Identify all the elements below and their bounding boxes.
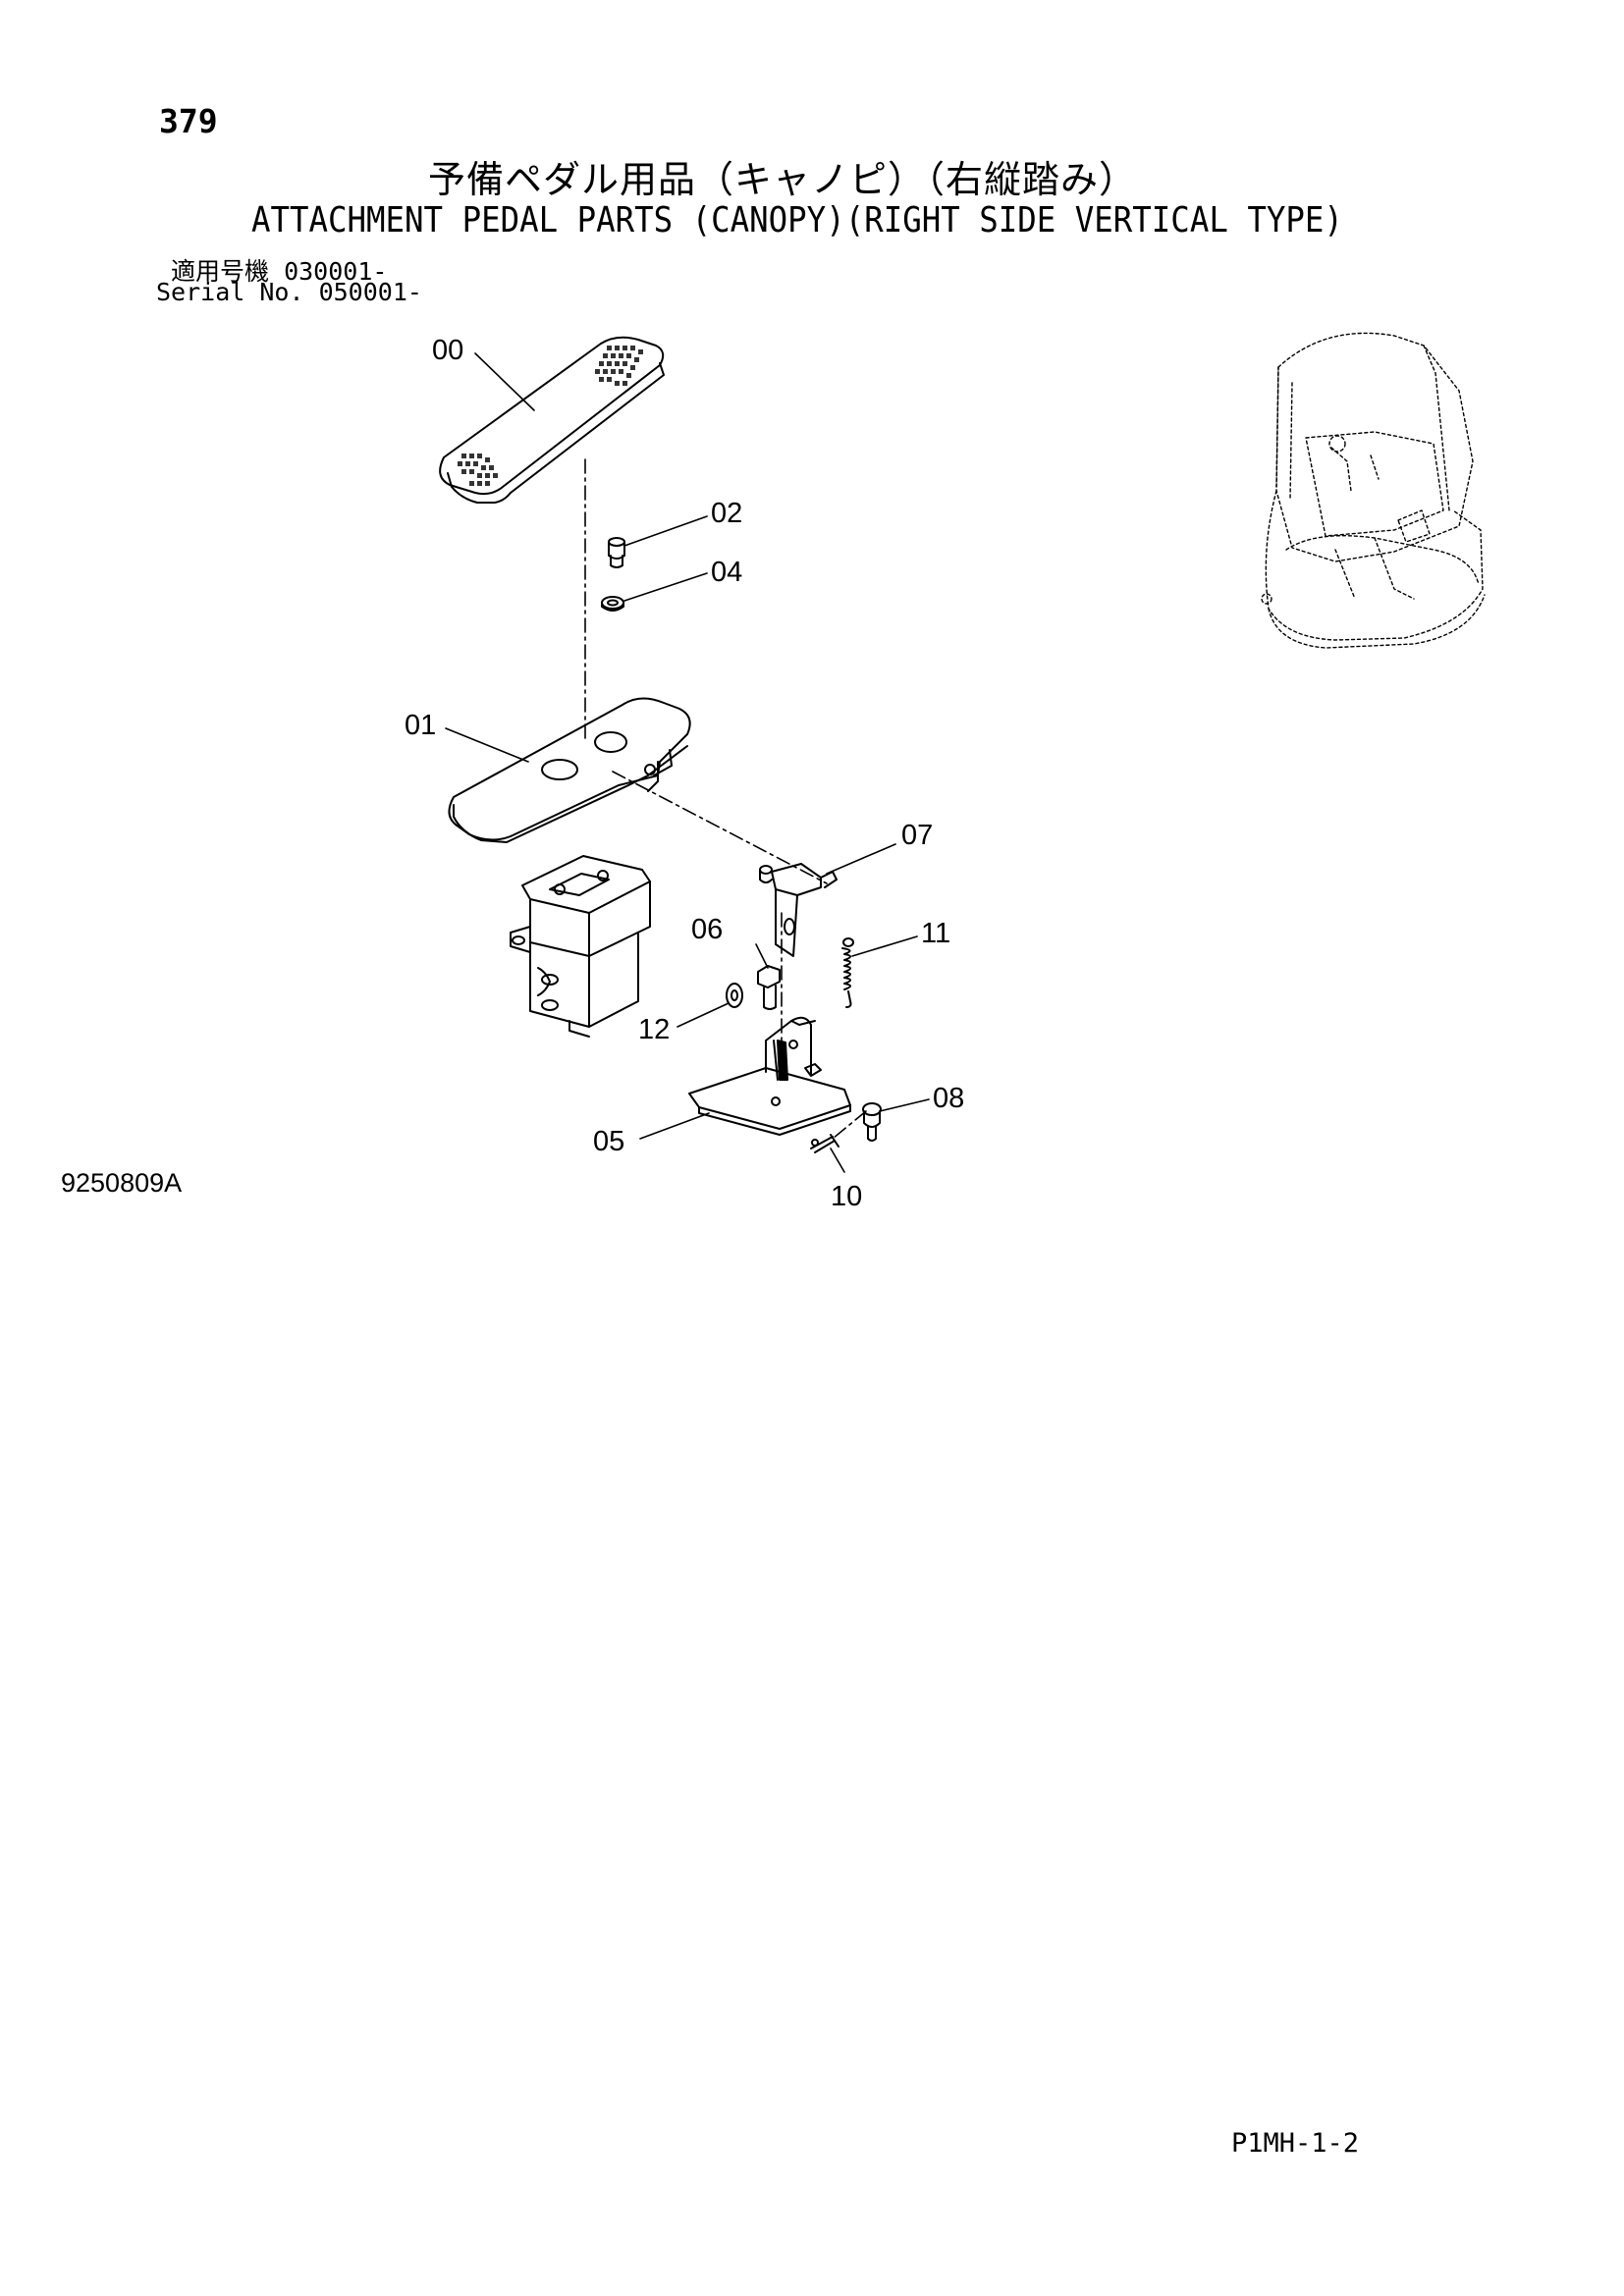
washer-12 xyxy=(726,983,743,1008)
callout-11: 11 xyxy=(921,918,950,949)
callout-01: 01 xyxy=(405,710,436,741)
serial-range-japanese: 適用号機 030001- xyxy=(171,252,387,288)
callout-07: 07 xyxy=(901,820,933,851)
page-title-english: ATTACHMENT PEDAL PARTS (CANOPY)(RIGHT SI… xyxy=(251,200,1343,240)
canopy-machine-overview-illustration xyxy=(1261,332,1486,649)
cotter-pin-10 xyxy=(810,1134,839,1153)
page-title-japanese: 予備ペダル用品（キャノピ）（右縦踏み） xyxy=(428,158,1138,201)
pin-08 xyxy=(862,1102,882,1142)
serial-jp-label: 適用号機 xyxy=(171,257,270,286)
pilot-valve-block xyxy=(510,855,651,1038)
spring-11 xyxy=(841,937,854,1008)
callout-10: 10 xyxy=(831,1181,862,1212)
callout-12: 12 xyxy=(638,1014,670,1045)
callout-05: 05 xyxy=(593,1126,624,1157)
washer-04 xyxy=(601,596,624,612)
drawing-code: 9250809A xyxy=(61,1168,183,1198)
callout-00: 00 xyxy=(432,335,463,366)
callout-02: 02 xyxy=(711,498,742,529)
page-code: P1MH-1-2 xyxy=(1231,2128,1360,2159)
serial-en-label: Serial No. xyxy=(156,278,304,306)
callout-08: 08 xyxy=(933,1083,964,1114)
bracket-07 xyxy=(759,863,838,957)
callout-labels: 00 02 04 01 07 11 06 12 08 05 10 xyxy=(405,335,964,1212)
callout-04: 04 xyxy=(711,557,742,588)
callout-06: 06 xyxy=(691,914,723,945)
bolt-06 xyxy=(757,965,781,1010)
bolt-02 xyxy=(608,537,625,568)
pedal-01 xyxy=(448,697,691,843)
page-number: 379 xyxy=(159,102,218,140)
serial-en-value: 050001- xyxy=(318,278,422,306)
serial-range-english: Serial No. 050001- xyxy=(156,278,422,306)
serial-jp-value: 030001- xyxy=(284,257,388,286)
pedal-rubber-pad xyxy=(439,336,665,504)
base-bracket-05 xyxy=(688,1016,851,1136)
